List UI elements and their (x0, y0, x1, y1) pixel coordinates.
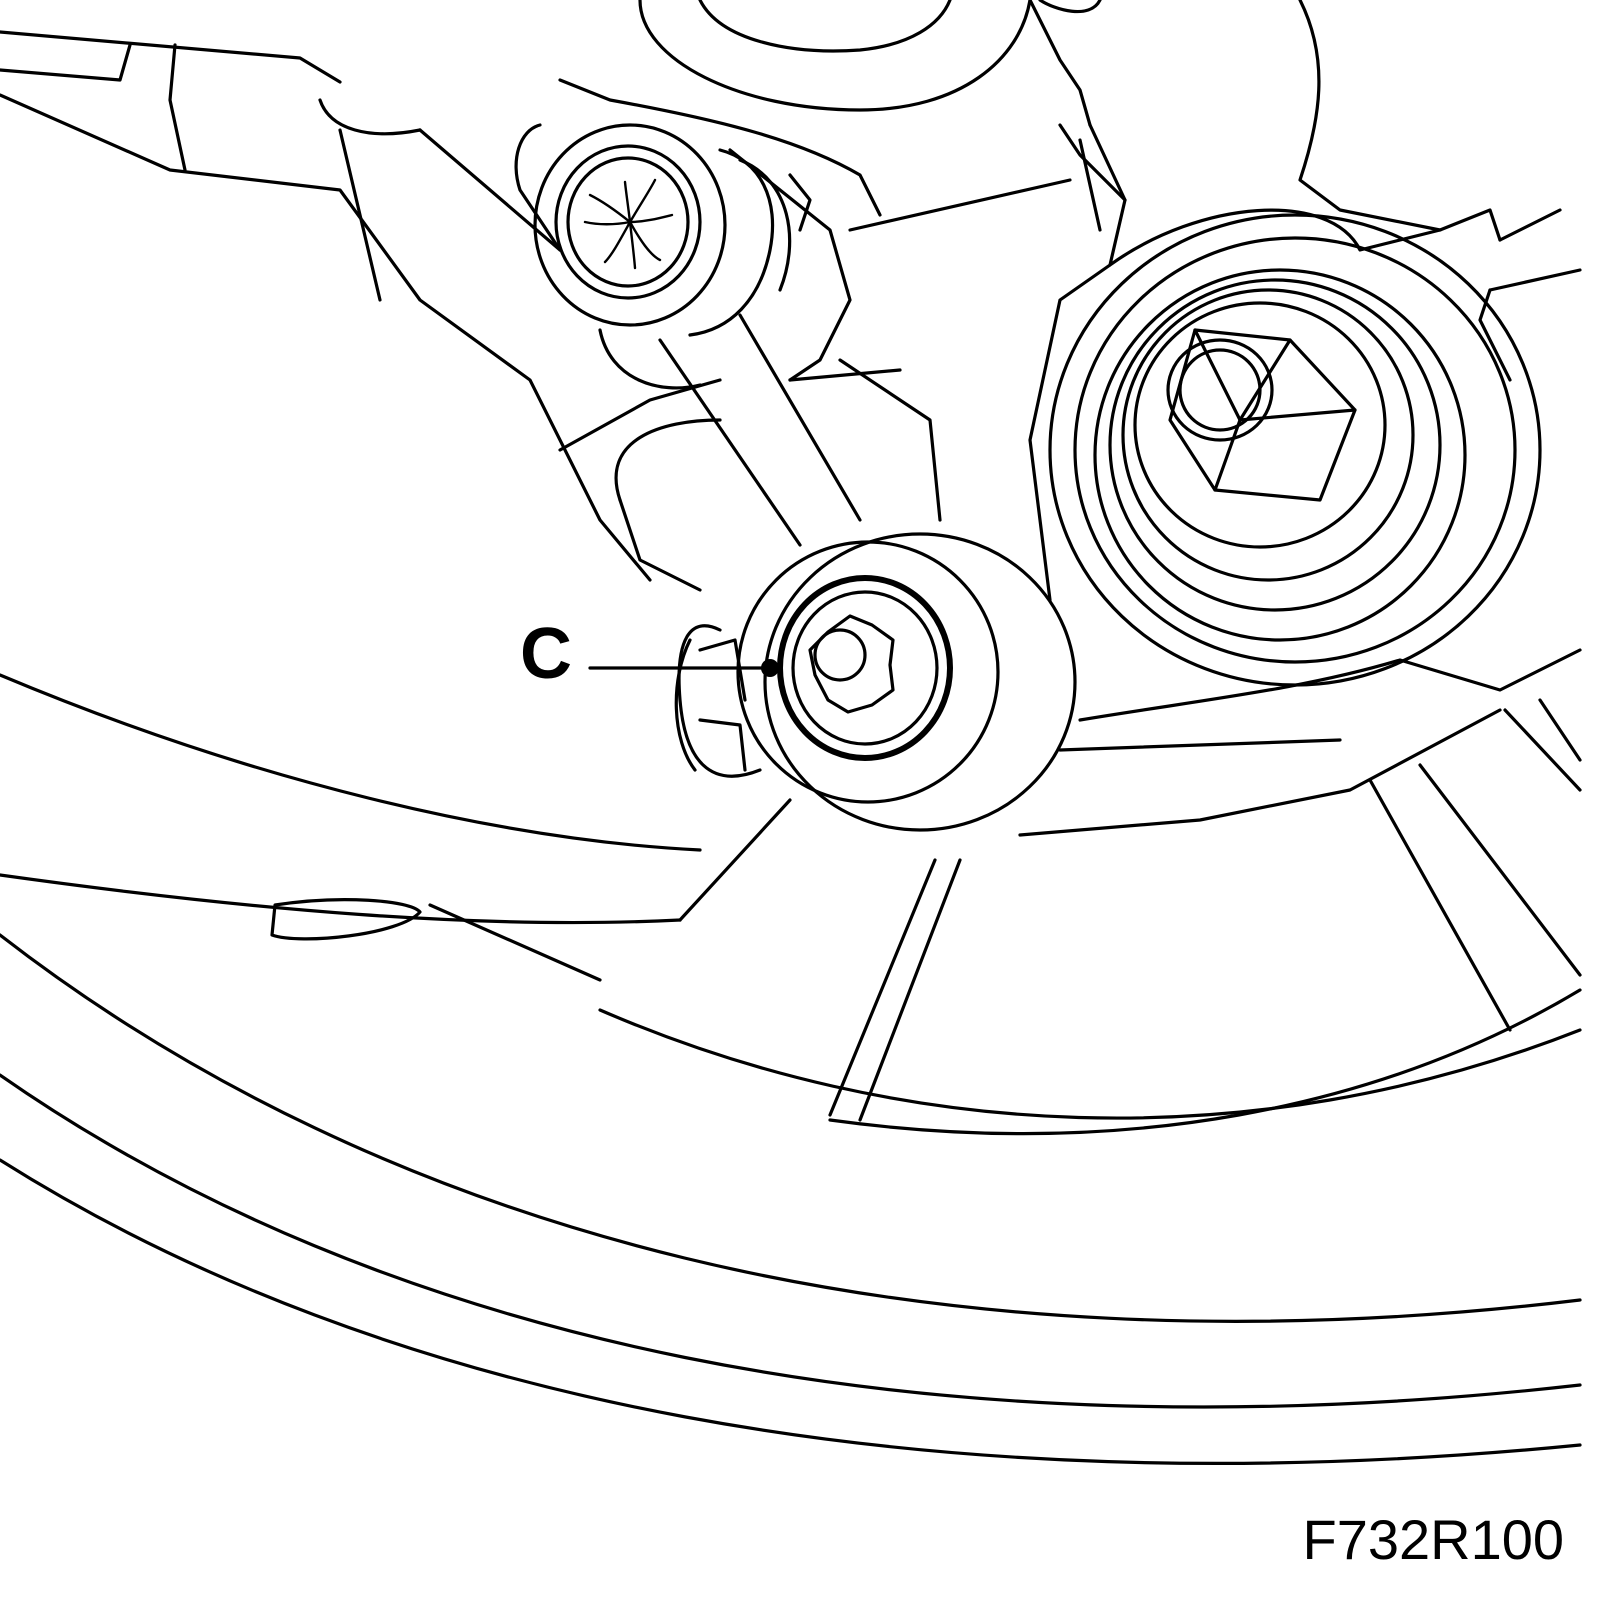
figure-code: F732R100 (1302, 1508, 1564, 1571)
control-arm (0, 673, 792, 982)
lower-guide-pin (674, 532, 1077, 832)
upper-guide-pin (514, 123, 852, 390)
caliper-link-bar (658, 313, 862, 547)
wheel-hub (1048, 213, 1542, 687)
caliper-bracket (558, 0, 1582, 837)
callout-c-leader (588, 659, 779, 677)
callout-label-c: C (520, 614, 572, 694)
wheel-rim (0, 933, 1582, 1465)
upper-left-body (0, 30, 722, 582)
flower-icon (583, 178, 674, 270)
wheel-spokes (828, 698, 1582, 1122)
torx-socket-icon (808, 614, 895, 714)
